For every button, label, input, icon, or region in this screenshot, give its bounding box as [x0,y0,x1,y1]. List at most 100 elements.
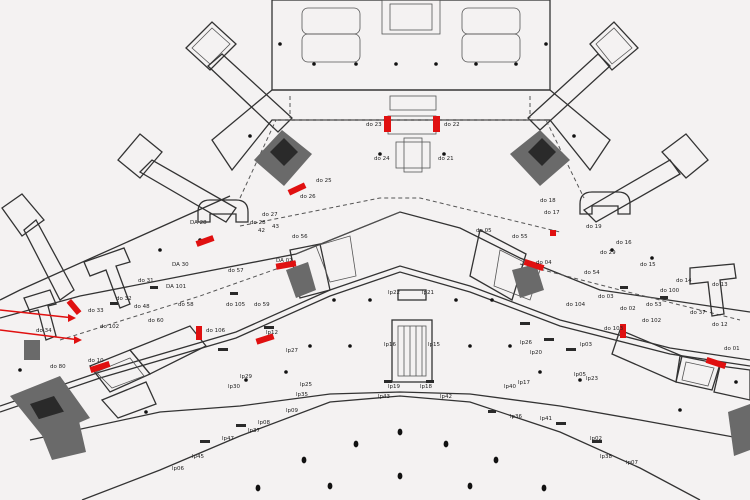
gate-label: do 02 [620,306,636,312]
gate-label: lp08 [258,420,271,426]
red-gate-markers [66,116,727,373]
gate-label: do 100 [660,288,680,294]
gate-label: lp02 [590,436,602,442]
arrow-line [0,329,81,341]
gate-label: do 33 [88,308,104,314]
gate-labels: do 23 do 22 do 24 do 21 do 25 do 26 do 2… [36,122,740,472]
gate-marker-da07 [275,260,297,270]
gate-label: DA 07 [276,258,293,264]
gate-label: do 19 [586,224,602,230]
gate-label: lp12 [266,330,278,336]
gate-marker-do10 [89,361,111,373]
gate-label: do 31 [138,278,154,284]
gate-label: lp05 [574,372,587,378]
gate-label: do 25 [316,178,332,184]
gate-label: do 13 [712,282,728,288]
gate-label: lp09 [286,408,299,414]
gate-label: lp45 [192,454,205,460]
gate-label: do 106 [206,328,226,334]
gate-label: lp19 [388,384,401,390]
gate-label: do 12 [712,322,728,328]
gate-label: do 01 [724,346,740,352]
gate-label: lp27 [286,348,299,354]
gate-marker-do106 [196,326,202,340]
gate-label: lp07 [626,460,639,466]
gate-label: 42 [258,228,265,234]
gate-marker-do04 [523,259,545,271]
gate-label: do 57 [228,268,244,274]
jet-bridge-left-1 [117,133,237,223]
arrow-head-icon [74,336,82,344]
gate-label: do 102 [100,324,119,330]
gate-label: do 04 [536,260,552,266]
gate-label: lp16 [384,342,397,348]
gate-label: do 16 [616,240,632,246]
jet-bridge-top-right [527,21,639,131]
gate-label: do 59 [254,302,270,308]
jet-bridge-right-1 [582,133,709,223]
gate-label: do 22 [444,122,460,128]
concourse-walls [0,195,750,500]
gate-label: lp36 [510,414,523,420]
column-dots [18,42,738,414]
gate-label: lp22 [388,290,400,296]
gate-label: do 23 [366,122,382,128]
gate-label: lp21 [422,290,434,296]
gate-label: lp35 [296,392,309,398]
gate-label: lp03 [580,342,593,348]
gate-marker-do22 [433,116,440,132]
gate-marker-do01 [705,357,727,369]
gate-label: lp41 [540,416,552,422]
stair-blocks [10,130,750,460]
gate-label: lp26 [520,340,533,346]
gate-bay-left [88,325,208,419]
gate-label: 43 [272,224,279,230]
gate-label: do 60 [148,318,164,324]
gate-label: do 21 [438,156,454,162]
gate-label: lp17 [518,380,531,386]
gate-label: DA 101 [166,284,186,290]
gate-label: lp47 [222,436,235,442]
seat-rows [110,286,668,443]
gate-label: lp29 [240,374,253,380]
gate-bay-center [391,289,433,383]
gate-label: do 48 [134,304,150,310]
gate-label: do 56 [292,234,308,240]
arrow-line [0,309,75,319]
gate-label: do 03 [598,294,614,300]
gate-label: lp43 [378,394,391,400]
gate-label: lp06 [172,466,185,472]
gate-label: do 29 [600,250,616,256]
gate-label: do 14 [676,278,692,284]
gate-label: lp38 [600,454,613,460]
gate-label: do 05 [476,228,492,234]
gate-label: do 24 [374,156,390,162]
gate-label: do 103 [604,326,624,332]
gate-label: do 27 [262,212,278,218]
gate-label: do 17 [544,210,560,216]
gate-label: lp25 [300,382,313,388]
lower-hall-columns [255,428,547,492]
gate-label: lp37 [248,428,261,434]
gate-marker-do103 [620,324,626,338]
gate-label: lp42 [440,394,452,400]
gate-label: do 32 [116,296,132,302]
gate-marker-do33 [66,298,82,316]
gate-label: do 26 [300,194,316,200]
gate-label: do 28 [250,220,266,226]
gate-label: do 105 [226,302,246,308]
gate-label: lp20 [530,350,543,356]
gate-marker-do17 [550,230,556,236]
gate-label: do 18 [540,198,556,204]
bridge-heads [23,191,737,341]
gate-label: lp30 [228,384,241,390]
gate-label: lp40 [504,384,517,390]
arrow-head-icon [68,314,76,322]
gate-label: lp23 [586,376,599,382]
gate-label: do 34 [36,328,52,334]
gate-label: do 53 [646,302,662,308]
gate-label: lp18 [420,384,433,390]
gate-marker-lp12 [255,333,275,345]
gate-marker-do26 [287,182,307,196]
